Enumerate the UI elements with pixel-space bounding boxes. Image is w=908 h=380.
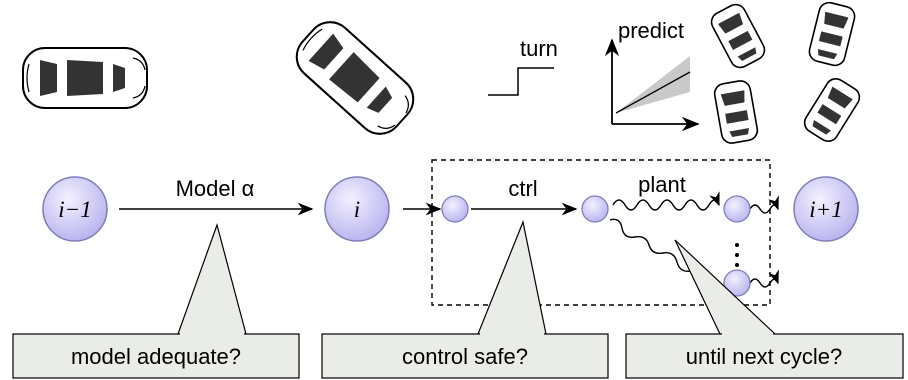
predict-plot-icon — [604, 38, 700, 132]
next-flow-lower — [749, 269, 779, 288]
turn-step-icon — [488, 67, 554, 96]
next-flow-upper — [749, 195, 779, 214]
car-side-left — [22, 47, 148, 109]
callout-cycle-text: until next cycle? — [686, 344, 843, 369]
vertical-ellipsis — [735, 243, 739, 267]
callout-model-text: model adequate? — [71, 344, 241, 369]
predict-label: predict — [618, 18, 684, 43]
node-plant-end-lower — [723, 269, 751, 297]
node-current-label: i — [354, 197, 360, 222]
node-prev: i−1 — [42, 176, 108, 242]
plant-edge-label: plant — [638, 172, 686, 197]
small-car-2 — [806, 0, 858, 69]
node-current: i — [324, 176, 390, 242]
ctrl-edge-label: ctrl — [508, 176, 537, 201]
model-edge-label: Model α — [176, 176, 255, 201]
small-car-4 — [800, 74, 864, 146]
plant-flow-upper — [612, 191, 720, 211]
callout-model: model adequate? — [12, 222, 300, 379]
car-tilted — [286, 11, 424, 145]
node-ctrl-start — [441, 195, 469, 223]
cycle-dashed-box — [431, 159, 771, 306]
callout-cycle: until next cycle? — [625, 239, 904, 379]
node-next-label: i+1 — [809, 197, 842, 222]
node-next: i+1 — [793, 176, 859, 242]
small-car-1 — [707, 0, 769, 72]
callout-control: control safe? — [321, 219, 609, 379]
node-plant-end-upper — [723, 195, 751, 223]
small-car-3 — [712, 78, 760, 146]
node-plant-start — [581, 195, 609, 223]
turn-label: turn — [520, 36, 558, 61]
callout-control-text: control safe? — [402, 344, 528, 369]
node-prev-label: i−1 — [58, 197, 91, 222]
